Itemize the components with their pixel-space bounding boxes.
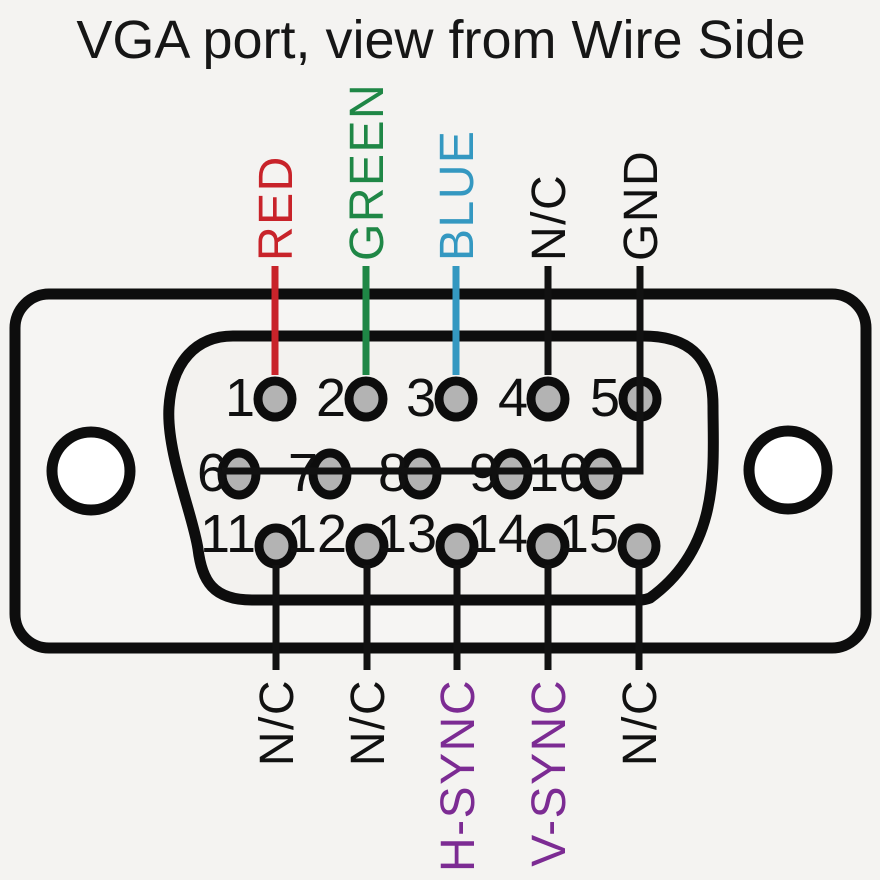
signal-label-red-pin1: RED (250, 155, 303, 261)
pin-13-number: 13 (377, 504, 437, 564)
screw-hole-left (46, 426, 136, 516)
pin-12 (345, 523, 389, 569)
pin-3 (434, 376, 478, 422)
pin-11 (254, 523, 298, 569)
pin-9-number: 9 (469, 443, 499, 503)
pin-4 (526, 376, 570, 422)
signal-label-n-c-pin12: N/C (342, 679, 395, 766)
pin-7-number: 7 (288, 443, 318, 503)
signal-label-n-c-pin4: N/C (523, 174, 576, 261)
pin-1-number: 1 (225, 368, 255, 428)
signal-label-n-c-pin11: N/C (251, 679, 304, 766)
pin-1 (253, 376, 297, 422)
wire-gnd-bus (222, 266, 644, 475)
wire-lines-group (222, 266, 644, 670)
signal-label-v-sync-pin14: V-SYNC (523, 679, 576, 867)
pin-4-number: 4 (498, 368, 528, 428)
signal-label-blue-pin3: BLUE (431, 130, 484, 261)
pin-14 (526, 523, 570, 569)
signal-label-gnd-pin5: GND (615, 150, 668, 261)
pin-5-number: 5 (590, 368, 620, 428)
pin-15-number: 15 (559, 504, 619, 564)
pin-12-number: 12 (287, 504, 347, 564)
pin-15 (617, 523, 661, 569)
page-title: VGA port, view from Wire Side (76, 10, 805, 70)
pin-13 (435, 523, 479, 569)
pin-2 (344, 376, 388, 422)
pin-10-number: 10 (529, 443, 589, 503)
signal-label-green-pin2: GREEN (341, 83, 394, 261)
screw-hole-right (743, 425, 833, 515)
pin-14-number: 14 (468, 504, 528, 564)
pin-2-number: 2 (316, 368, 346, 428)
signal-label-h-sync-pin13: H-SYNC (432, 679, 485, 872)
signal-label-n-c-pin15: N/C (614, 679, 667, 766)
pin-3-number: 3 (406, 368, 436, 428)
pin-11-number: 11 (200, 504, 256, 564)
pin-6-number: 6 (197, 443, 227, 503)
pin-8-number: 8 (378, 443, 408, 503)
